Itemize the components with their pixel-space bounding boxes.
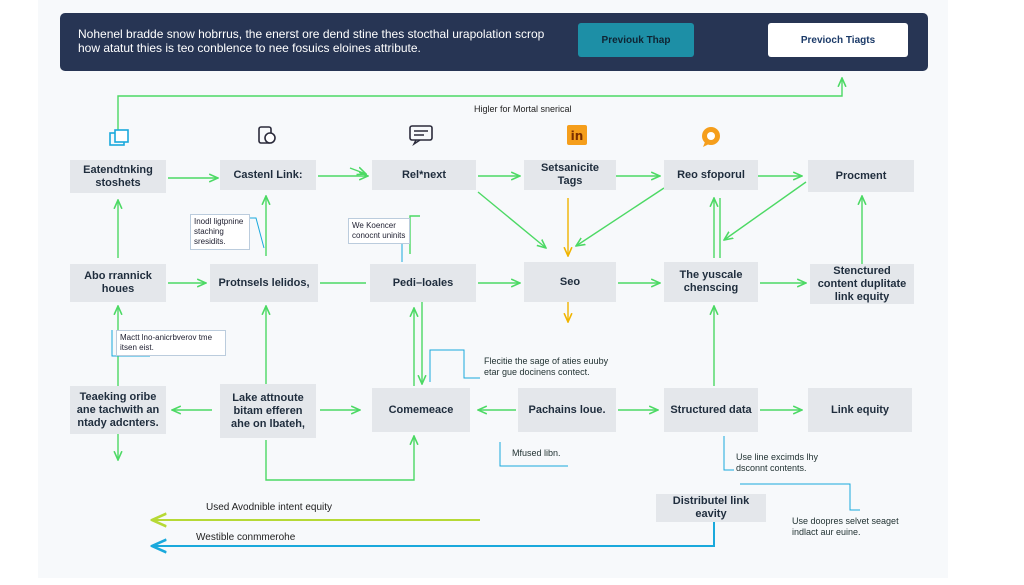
node-r2-4: Seo bbox=[524, 262, 616, 302]
search-doc-icon bbox=[258, 126, 276, 144]
node-r1-4: Setsanicite Tags bbox=[524, 160, 616, 190]
header-banner: Nohenel bradde snow hobrrus, the enerst … bbox=[60, 13, 928, 71]
bottom-label-used: Used Avodnible intent equity bbox=[206, 502, 333, 513]
node-r1-1: Eatendtnking stoshets bbox=[70, 160, 166, 193]
node-r2-5: The yuscale chenscing bbox=[664, 262, 758, 302]
node-r1-5: Reo sfoporul bbox=[664, 160, 758, 190]
note-7: Use doopres selvet seaget indlact aur eu… bbox=[792, 516, 899, 537]
node-r2-2: Protnsels lelidos, bbox=[210, 264, 318, 302]
bottom-label-westible: Westible conmmerohe bbox=[196, 532, 296, 543]
note-1: Inodl ligtpnine staching sresidits. bbox=[190, 214, 250, 250]
node-r3-4: Pachains loue. bbox=[518, 388, 616, 432]
node-r2-1: Abo rrannick houes bbox=[70, 264, 166, 302]
note-5: Mfused libn. bbox=[512, 448, 561, 458]
chat-icon bbox=[409, 125, 433, 146]
node-r3-1: Teaeking oribe ane tachwith an ntady adc… bbox=[70, 386, 166, 434]
window-icon bbox=[109, 129, 129, 146]
linkedin-icon: in bbox=[567, 125, 587, 145]
node-r3-3: Comemeace bbox=[372, 388, 470, 432]
note-2: We Koencer conocnt uninits bbox=[348, 218, 410, 244]
note-4: Flecitie the sage of aties euuby etar gu… bbox=[484, 356, 609, 377]
node-r3-2: Lake attnoute bitam efferen ahe on lbate… bbox=[220, 384, 316, 438]
top-label: Higler for Mortal snerical bbox=[474, 104, 572, 114]
node-distributed: Distributel link eavity bbox=[656, 494, 766, 522]
note-6: Use line excimds lhy dsconnt contents. bbox=[736, 452, 819, 473]
banner-text: Nohenel bradde snow hobrrus, the enerst … bbox=[78, 27, 545, 55]
node-r2-6: Stenctured content duplitate link equity bbox=[810, 264, 914, 304]
previous-tags-button[interactable]: Previoch Tiagts bbox=[768, 23, 908, 57]
node-r1-2: Castenl Link: bbox=[220, 160, 316, 190]
svg-text:in: in bbox=[571, 129, 584, 143]
node-r3-6: Link equity bbox=[808, 388, 912, 432]
node-r2-3: Pedi–loales bbox=[370, 264, 476, 302]
node-r3-5: Structured data bbox=[664, 388, 758, 432]
node-r1-3: Rel*next bbox=[372, 160, 476, 190]
node-r1-6: Procment bbox=[808, 160, 914, 192]
note-3: Mactt lno-anicrbverov tme itsen eist. bbox=[116, 330, 226, 356]
speech-bubble-icon bbox=[702, 127, 720, 147]
previous-tap-button[interactable]: Previouk Thap bbox=[578, 23, 694, 57]
